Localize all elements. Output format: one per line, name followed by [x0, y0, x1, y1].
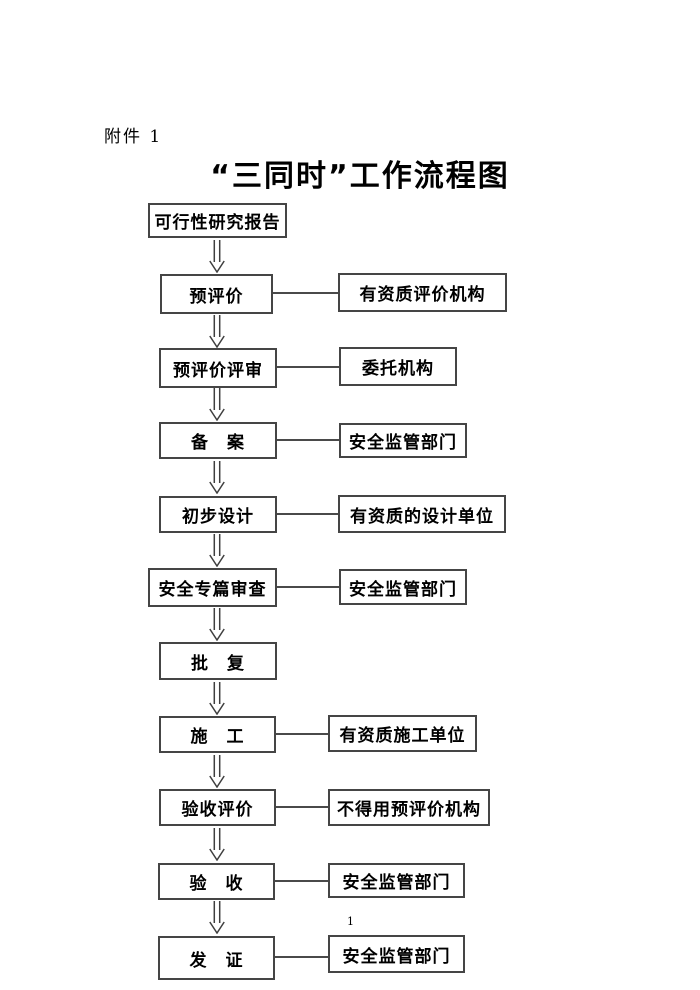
step-pre-evaluation: 预评价 — [160, 274, 273, 314]
down-arrow-icon — [209, 828, 225, 861]
connector-line — [276, 733, 328, 735]
side-safety-supervision-dept-1: 安全监管部门 — [339, 423, 467, 458]
attachment-label: 附件 1 — [104, 127, 163, 147]
down-arrow-icon — [209, 315, 225, 348]
step-acceptance: 验 收 — [158, 863, 275, 900]
down-arrow-icon — [209, 461, 225, 494]
connector-line — [277, 513, 338, 515]
down-arrow-icon — [209, 388, 225, 421]
down-arrow-icon — [209, 901, 225, 934]
down-arrow-icon — [209, 240, 225, 273]
connector-line — [277, 366, 339, 368]
step-certificate-issuance: 发 证 — [158, 936, 275, 980]
page-title: “三同时”工作流程图 — [210, 159, 510, 194]
connector-line — [275, 880, 328, 882]
step-feasibility-study-report: 可行性研究报告 — [148, 203, 287, 238]
side-safety-supervision-dept-4: 安全监管部门 — [328, 935, 465, 973]
side-qualified-construction-unit: 有资质施工单位 — [328, 715, 477, 752]
down-arrow-icon — [209, 755, 225, 788]
connector-line — [277, 439, 339, 441]
connector-line — [276, 806, 328, 808]
side-safety-supervision-dept-3: 安全监管部门 — [328, 863, 465, 898]
step-safety-chapter-review: 安全专篇审查 — [148, 568, 277, 607]
step-filing: 备 案 — [159, 422, 277, 459]
step-approval: 批 复 — [159, 642, 277, 680]
connector-line — [275, 956, 328, 958]
side-qualified-evaluation-agency: 有资质评价机构 — [338, 273, 507, 312]
down-arrow-icon — [209, 682, 225, 715]
down-arrow-icon — [209, 534, 225, 567]
step-construction: 施 工 — [159, 716, 276, 753]
side-safety-supervision-dept-2: 安全监管部门 — [339, 569, 467, 605]
down-arrow-icon — [209, 608, 225, 641]
connector-line — [277, 586, 339, 588]
step-pre-evaluation-review: 预评价评审 — [159, 348, 277, 388]
connector-line — [273, 292, 338, 294]
side-entrusted-agency: 委托机构 — [339, 347, 457, 386]
side-qualified-design-unit: 有资质的设计单位 — [338, 495, 506, 533]
step-acceptance-evaluation: 验收评价 — [159, 789, 276, 826]
side-no-pre-evaluation-agency: 不得用预评价机构 — [328, 789, 490, 826]
page-number: 1 — [347, 915, 354, 928]
step-preliminary-design: 初步设计 — [159, 496, 277, 533]
